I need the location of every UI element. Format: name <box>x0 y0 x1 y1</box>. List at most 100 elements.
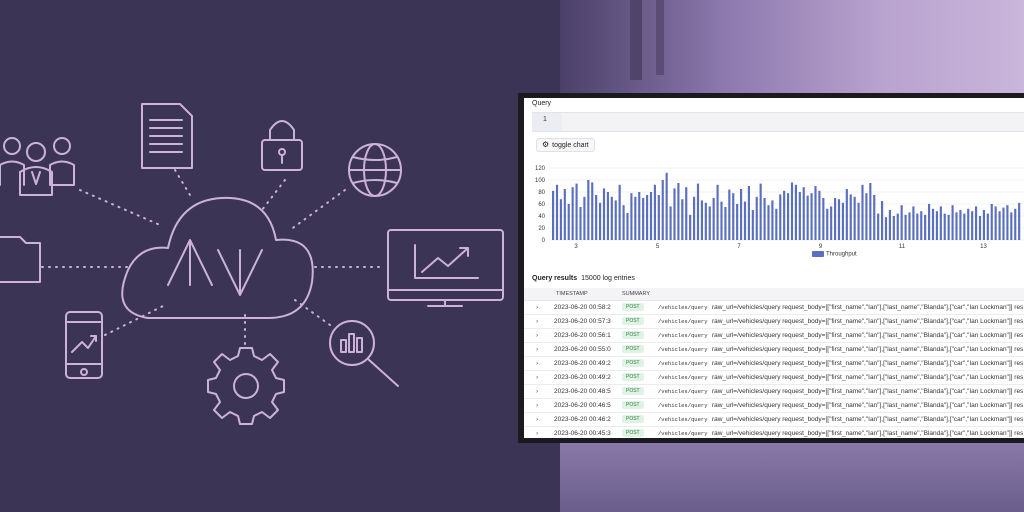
chart-bar[interactable] <box>787 193 790 240</box>
chart-bar[interactable] <box>896 213 899 240</box>
chart-bar[interactable] <box>630 193 633 240</box>
chart-bar[interactable] <box>873 195 876 240</box>
chart-bar[interactable] <box>834 198 837 240</box>
chart-bar[interactable] <box>943 213 946 240</box>
chart-bar[interactable] <box>571 187 574 240</box>
chart-bar[interactable] <box>736 204 739 240</box>
chart-bar[interactable] <box>822 198 825 240</box>
expand-chevron-icon[interactable]: › <box>536 374 539 381</box>
chart-bar[interactable] <box>1002 207 1005 240</box>
chart-bar[interactable] <box>814 186 817 240</box>
chart-bar[interactable] <box>669 206 672 240</box>
chart-bar[interactable] <box>916 213 919 240</box>
expand-chevron-icon[interactable]: › <box>536 332 539 339</box>
column-timestamp[interactable]: TIMESTAMP <box>556 291 588 297</box>
chart-bar[interactable] <box>634 196 637 240</box>
chart-bar[interactable] <box>869 183 872 240</box>
column-summary[interactable]: SUMMARY <box>622 291 651 297</box>
chart-bar[interactable] <box>559 199 562 240</box>
chart-bar[interactable] <box>771 200 774 240</box>
chart-bar[interactable] <box>810 193 813 240</box>
chart-bar[interactable] <box>646 195 649 240</box>
chart-bar[interactable] <box>881 201 884 240</box>
chart-bar[interactable] <box>740 189 743 240</box>
expand-chevron-icon[interactable]: › <box>536 388 539 395</box>
chart-bar[interactable] <box>657 195 660 240</box>
chart-bar[interactable] <box>1010 212 1013 240</box>
chart-bar[interactable] <box>555 184 559 240</box>
expand-chevron-icon[interactable]: › <box>536 360 539 367</box>
chart-bar[interactable] <box>775 208 778 240</box>
chart-bar[interactable] <box>681 199 684 240</box>
chart-bar[interactable] <box>955 212 958 240</box>
chart-bar[interactable] <box>939 206 942 240</box>
query-editor[interactable]: 1 <box>532 112 1024 132</box>
chart-bar[interactable] <box>908 212 911 240</box>
chart-bar[interactable] <box>978 216 982 240</box>
chart-bar[interactable] <box>783 190 786 240</box>
chart-bar[interactable] <box>716 184 719 240</box>
chart-bar[interactable] <box>622 205 625 240</box>
chart-bar[interactable] <box>994 206 997 240</box>
chart-bar[interactable] <box>849 194 852 240</box>
chart-bar[interactable] <box>904 214 907 240</box>
expand-chevron-icon[interactable]: › <box>536 416 539 423</box>
chart-bar[interactable] <box>857 202 860 240</box>
chart-bar[interactable] <box>618 184 621 240</box>
chart-bar[interactable] <box>755 196 758 240</box>
chart-legend[interactable]: Throughput <box>812 251 857 258</box>
chart-bar[interactable] <box>963 213 966 240</box>
chart-bar[interactable] <box>661 180 664 240</box>
chart-bar[interactable] <box>924 214 927 240</box>
chart-bar[interactable] <box>567 204 570 240</box>
chart-bar[interactable] <box>751 210 754 240</box>
expand-chevron-icon[interactable]: › <box>536 346 539 353</box>
chart-bar[interactable] <box>990 204 993 240</box>
chart-bar[interactable] <box>830 206 833 240</box>
chart-bar[interactable] <box>779 194 782 240</box>
chart-bar[interactable] <box>638 192 641 240</box>
chart-bar[interactable] <box>998 211 1001 240</box>
chart-bar[interactable] <box>794 184 797 240</box>
chart-bar[interactable] <box>826 208 829 240</box>
chart-bar[interactable] <box>673 188 676 240</box>
chart-bar[interactable] <box>951 205 954 240</box>
chart-bar[interactable] <box>892 216 895 240</box>
chart-bar[interactable] <box>610 196 613 240</box>
expand-chevron-icon[interactable]: › <box>536 318 539 325</box>
chart-bar[interactable] <box>732 193 735 240</box>
chart-bar[interactable] <box>583 196 586 240</box>
chart-bar[interactable] <box>767 205 770 240</box>
chart-bar[interactable] <box>747 186 750 240</box>
chart-bar[interactable] <box>685 187 688 240</box>
chart-bar[interactable] <box>1006 205 1009 240</box>
chart-bar[interactable] <box>806 195 809 240</box>
chart-bar[interactable] <box>579 207 582 240</box>
chart-bar[interactable] <box>575 183 578 240</box>
chart-bar[interactable] <box>759 183 762 240</box>
chart-bar[interactable] <box>790 182 794 240</box>
chart-bar[interactable] <box>763 198 766 240</box>
expand-chevron-icon[interactable]: › <box>536 430 539 437</box>
chart-bar[interactable] <box>1014 208 1017 240</box>
chart-bar[interactable] <box>900 205 903 240</box>
chart-bar[interactable] <box>920 211 923 240</box>
chart-bar[interactable] <box>689 214 692 240</box>
chart-bar[interactable] <box>700 200 703 240</box>
chart-bar[interactable] <box>1018 202 1021 240</box>
chart-bar[interactable] <box>959 210 962 240</box>
chart-bar[interactable] <box>677 183 680 240</box>
chart-bar[interactable] <box>947 214 950 240</box>
chart-bar[interactable] <box>653 184 656 240</box>
chart-bar[interactable] <box>912 206 915 240</box>
chart-bar[interactable] <box>665 172 668 240</box>
chart-bar[interactable] <box>888 210 891 240</box>
chart-bar[interactable] <box>986 213 989 240</box>
